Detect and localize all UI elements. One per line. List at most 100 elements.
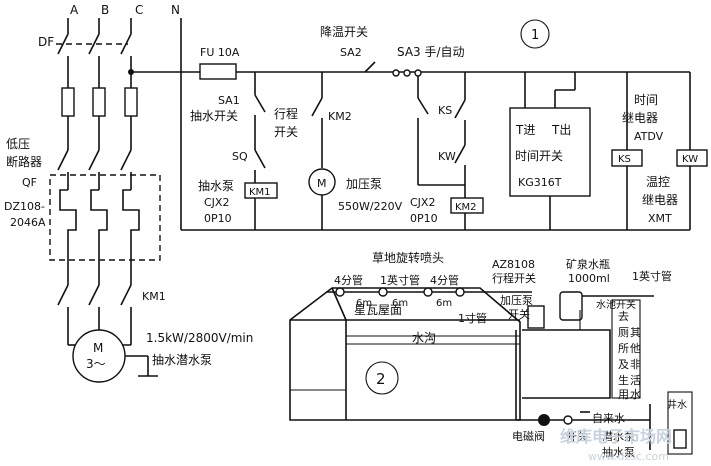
km1-contact-b [88,284,100,306]
sa3-contact-3 [414,69,422,77]
km2-relay-model: CJX2 [410,196,435,209]
manual-switch [563,415,573,425]
cool-switch-tag: SA2 [340,46,362,59]
circle-two [365,361,399,395]
outlet-box [611,299,641,399]
df-switch-a [57,33,69,55]
sprinkler-head-4 [455,287,465,297]
thermal-element-a [59,189,77,250]
travel-line1: 行程 [274,106,298,121]
roof-label: 星瓦屋面 [354,303,402,317]
ks-stub [417,97,429,115]
circle-two-text: 2 [376,370,386,388]
km2-coil-text: KM2 [455,202,477,213]
df-label: DF [38,35,54,49]
outlet-char-0: 去 [618,310,629,323]
press-pump-name: 加压泵 [346,177,382,191]
well-label: 井水 [667,398,687,411]
breaker-qf: QF [22,176,37,189]
outlet-char-9: 用 [618,388,629,401]
valve-label: 电磁阀 [512,429,545,443]
breaker-line1: 低压 [6,137,30,151]
breaker-model1: DZ108- [4,200,45,213]
submersible-pump [673,429,687,449]
km1-contact-c [120,284,132,306]
pump-relay-name: 抽水泵 [198,179,234,193]
sq-blade [254,149,266,169]
sub-pump-line2: 抽水泵 [602,445,635,459]
outlet-char-8: 生 [618,373,629,387]
pipe-inch-b: 1寸管 [458,311,487,325]
sa2-blade [364,61,376,73]
ks-label: KS [438,104,452,117]
outlet-char-4: 其 [630,326,641,339]
motor-name: 抽水潜水泵 [152,353,212,367]
km1-contact-a [57,284,69,306]
sprinkler-head-3 [423,287,433,297]
bus-label-n: N [171,3,180,17]
outlet-char-3: 及 [618,358,629,371]
km1-label: KM1 [142,290,166,303]
df-switch-b [88,33,100,55]
pool-switch: 水池开关 [596,298,636,311]
breaker-model2: 2046A [10,216,46,229]
solenoid-valve [538,414,550,426]
timer-name: 时间开关 [515,149,563,163]
breaker-line2: 断路器 [6,154,42,169]
pipe-quarter-right: 4分管 [430,273,459,287]
motor-m: M [93,341,103,355]
bottle-line2: 1000ml [568,272,610,285]
pump-relay-spec: 0P10 [204,212,232,225]
outlet-char-5: 他 [630,342,641,355]
outlet-char-7: 活 [630,374,641,387]
watermark-url: www.dzsc.com [588,450,669,463]
travel-blade [311,97,323,117]
press-switch-line2: 开关 [508,307,530,321]
sq-label: SQ [232,150,248,163]
watermark-text: 维库电子市场网 [560,427,672,446]
press-pump-m: M [317,177,327,190]
travel-switch-label: 行程开关 [492,271,536,285]
circle-one [520,19,550,49]
control-fuse [199,63,237,80]
sa1-name: 抽水开关 [190,109,238,123]
kw-coil-text: KW [682,154,698,165]
bus-label-a: A [70,3,79,17]
length-c: 6m [436,298,452,309]
mineral-bottle [559,291,583,321]
sa1-blade [254,94,266,113]
thermal-element-c [122,189,140,250]
km2-coil [450,197,484,214]
kw-blade [454,144,466,164]
pipe-inch-a: 1英寸管 [380,273,420,287]
km1-coil-text: KM1 [249,187,271,198]
motor-rating: 1.5kW/2800V/min [146,331,253,345]
time-relay-line2: 继电器 [622,111,658,125]
temp-relay-line2: 继电器 [642,193,678,207]
qf-contact-b [88,149,100,171]
az-label: AZ8108 [492,258,535,271]
time-switch-box [509,107,591,197]
fuse-a [61,87,75,117]
timer-model: KG316T [518,176,562,189]
press-switch-line1: 加压泵 [500,294,533,307]
sa1-tag: SA1 [218,94,240,107]
sa3-label: SA3 手/自动 [397,45,465,59]
temp-relay-line1: 温控 [646,175,670,189]
bottle-line1: 矿泉水瓶 [566,257,610,271]
fuse-c [124,87,138,117]
ks-coil-text: KS [618,154,631,165]
cool-switch-name: 降温开关 [320,25,368,39]
qf-trip-box [49,174,161,261]
press-pump-spec: 550W/220V [338,200,403,213]
tap-label: 自来水 [592,412,625,425]
bus-label-b: B [101,3,109,17]
km2-relay-spec: 0P10 [410,212,438,225]
pump-motor-circle [72,329,126,383]
outlet-char-10: 水 [630,388,641,401]
sub-pump-line1: 潜水泵 [602,429,635,443]
bus-label-c: C [135,3,143,17]
timer-out: T出 [551,123,571,137]
control-circuit: FU 10A 降温开关 SA2 SA3 手/自动 1 SA1 抽水开关 SQ K… [128,18,708,231]
